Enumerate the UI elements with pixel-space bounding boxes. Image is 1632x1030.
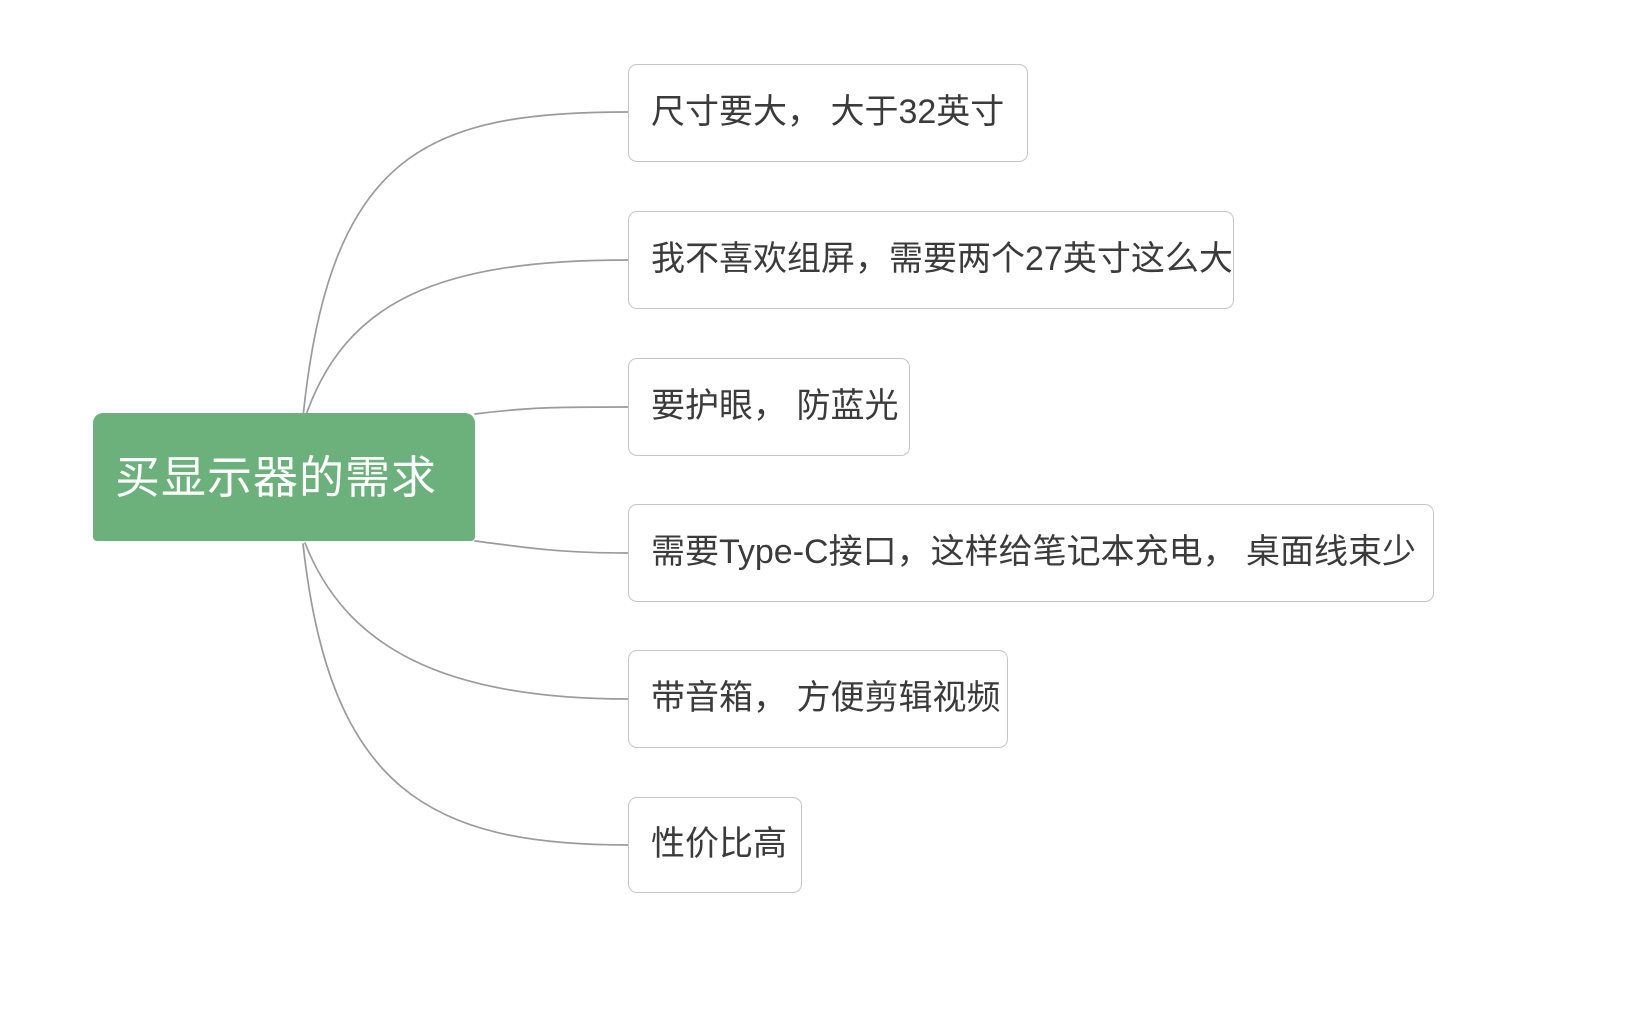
- connector-to-branch-6: [302, 543, 629, 846]
- branch-node-2-label: 我不喜欢组屏，需要两个27英寸这么大: [651, 240, 1233, 279]
- root-node[interactable]: 买显示器的需求: [93, 413, 475, 541]
- branch-node-3-label: 要护眼， 防蓝光: [651, 387, 899, 426]
- root-node-label: 买显示器的需求: [115, 451, 438, 503]
- branch-node-1-label: 尺寸要大， 大于32英寸: [651, 93, 1005, 132]
- branch-node-2[interactable]: 我不喜欢组屏，需要两个27英寸这么大: [628, 211, 1234, 309]
- branch-node-6[interactable]: 性价比高: [628, 797, 802, 893]
- connector-to-branch-5: [304, 542, 629, 700]
- connector-to-branch-1: [302, 111, 629, 418]
- branch-node-5[interactable]: 带音箱， 方便剪辑视频: [628, 650, 1008, 748]
- branch-node-3[interactable]: 要护眼， 防蓝光: [628, 358, 910, 456]
- branch-node-1[interactable]: 尺寸要大， 大于32英寸: [628, 64, 1028, 162]
- branch-node-4-label: 需要Type-C接口，这样给笔记本充电， 桌面线束少: [651, 533, 1417, 572]
- connector-to-branch-3: [474, 406, 629, 415]
- branch-node-6-label: 性价比高: [651, 825, 787, 864]
- branch-node-5-label: 带音箱， 方便剪辑视频: [651, 679, 1001, 718]
- connector-to-branch-4: [474, 540, 629, 554]
- branch-node-4[interactable]: 需要Type-C接口，这样给笔记本充电， 桌面线束少: [628, 504, 1434, 602]
- connector-to-branch-2: [304, 259, 629, 419]
